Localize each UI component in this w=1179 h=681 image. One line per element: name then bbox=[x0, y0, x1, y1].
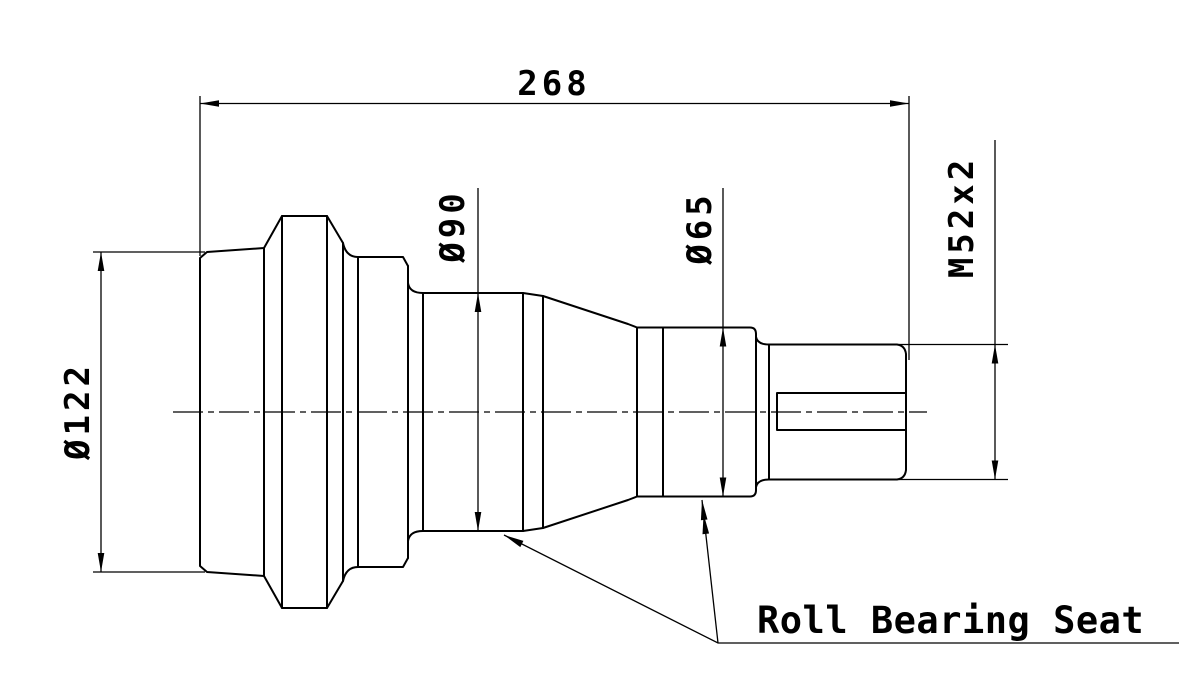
dim-65-label: Ø65 bbox=[680, 191, 720, 265]
dim-122-arrow-top bbox=[97, 252, 105, 271]
roll-bearing-seat-label: Roll Bearing Seat bbox=[757, 599, 1144, 642]
note-roll-bearing-seat: Roll Bearing Seat bbox=[503, 499, 1179, 644]
dim-m52-label: M52x2 bbox=[942, 156, 982, 278]
leader-arrow-dia65-seat bbox=[700, 500, 708, 521]
leader-arrow-dia90-seat bbox=[504, 535, 524, 548]
dim-90-arrow-bottom bbox=[474, 512, 482, 531]
dim-m52-extension-lines bbox=[899, 343, 1008, 481]
dim-122-label: Ø122 bbox=[58, 362, 98, 461]
dim-m52-arrow-top bbox=[991, 344, 999, 364]
leader-arrow-dia65-seat-2 bbox=[702, 514, 710, 535]
keyway-slot bbox=[776, 392, 907, 431]
dim-268-arrow-left bbox=[200, 100, 219, 107]
dim-122-arrow-bottom bbox=[97, 553, 105, 572]
dim-268-arrow-right bbox=[890, 100, 909, 107]
dim-dia-122: Ø122 bbox=[58, 251, 205, 573]
dim-65-arrow-top bbox=[719, 327, 727, 347]
dim-90-arrow-top bbox=[474, 293, 482, 312]
dim-90-label: Ø90 bbox=[433, 189, 473, 263]
shaft-outline bbox=[199, 215, 907, 609]
dim-dia-90: Ø90 bbox=[433, 188, 482, 531]
dim-dia-65: Ø65 bbox=[680, 188, 727, 497]
dim-m52-arrow-bottom bbox=[991, 460, 999, 480]
dim-65-arrow-bottom bbox=[719, 477, 727, 497]
dim-268-extension-lines bbox=[199, 96, 910, 360]
dim-122-extension-lines bbox=[93, 251, 205, 573]
dim-thread-m52x2: M52x2 bbox=[899, 140, 1008, 481]
dim-overall-length: 268 bbox=[199, 64, 910, 360]
dim-268-label: 268 bbox=[517, 64, 590, 104]
